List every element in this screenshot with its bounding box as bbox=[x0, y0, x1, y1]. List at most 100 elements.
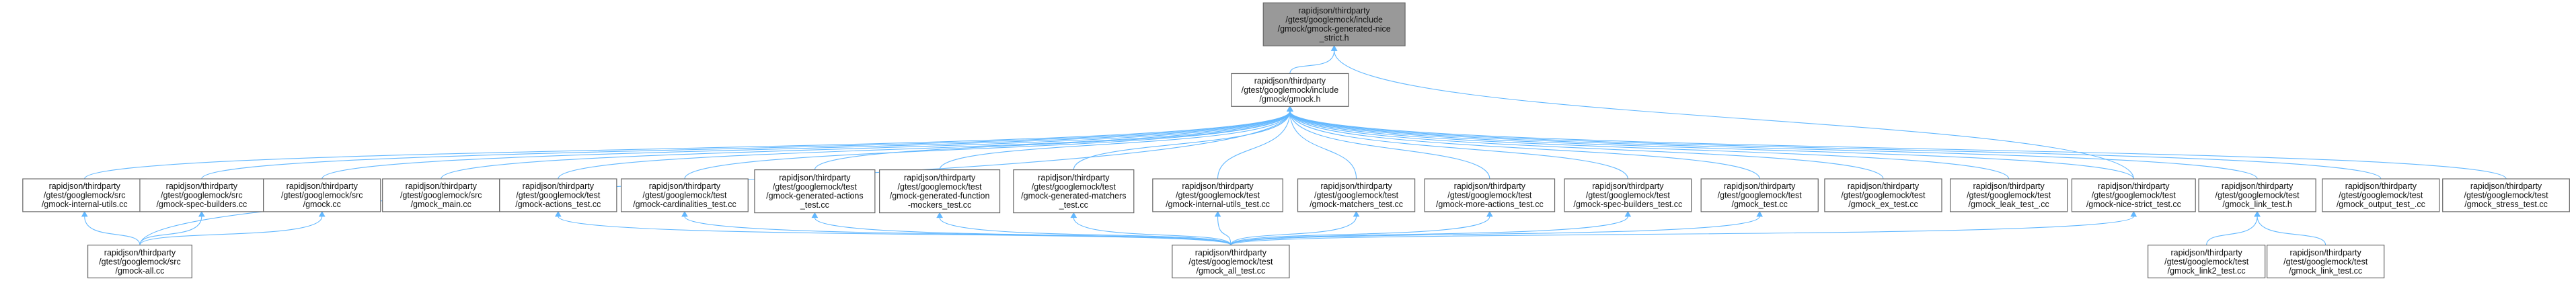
node-matchers-test[interactable]: rapidjson/thirdparty/gtest/googlemock/te… bbox=[1297, 178, 1416, 212]
node-label-line: /gmock_output_test_.cc bbox=[2337, 200, 2425, 209]
node-spec-builders-cc[interactable]: rapidjson/thirdparty/gtest/googlemock/sr… bbox=[139, 178, 264, 212]
edge-line bbox=[1289, 50, 1335, 74]
node-cardinalities-test[interactable]: rapidjson/thirdparty/gtest/googlemock/te… bbox=[621, 178, 749, 212]
node-label-line: rapidjson/thirdparty bbox=[2289, 248, 2361, 257]
node-nice-strict-test[interactable]: rapidjson/thirdparty/gtest/googlemock/te… bbox=[2071, 178, 2196, 212]
edge-line bbox=[558, 216, 1232, 246]
node-box bbox=[1297, 178, 1416, 212]
edge-n_output_test-to-n_gmock_h bbox=[1287, 106, 2382, 179]
node-box bbox=[2198, 178, 2316, 212]
node-label-line: /gmock-generated-function bbox=[890, 192, 990, 201]
edge-n_gmock_all_test-to-n_gen_actions_test bbox=[811, 212, 1232, 246]
node-box bbox=[754, 169, 876, 214]
node-label-line: rapidjson/thirdparty bbox=[2098, 181, 2170, 191]
edge-n_link2_test-to-n_link_test_h bbox=[2206, 210, 2261, 245]
edge-arrowhead bbox=[1756, 210, 1764, 217]
edge-line bbox=[814, 111, 1291, 170]
edge-arrowhead bbox=[681, 210, 688, 217]
node-label-line: /gmock-cardinalities_test.cc bbox=[633, 200, 736, 209]
edge-n_gmock_all_cc-to-n_spec_builders_cc bbox=[139, 210, 205, 245]
edge-line bbox=[1230, 216, 1628, 246]
node-label-line: rapidjson/thirdparty bbox=[1592, 181, 1664, 191]
edge-line bbox=[1289, 111, 2507, 179]
node-label-line: rapidjson/thirdparty bbox=[166, 181, 238, 191]
node-label-line: rapidjson/thirdparty bbox=[2222, 181, 2294, 191]
node-label-line: /gmock-matchers_test.cc bbox=[1310, 200, 1403, 209]
node-box bbox=[1013, 169, 1135, 214]
node-label-line: rapidjson/thirdparty bbox=[1973, 181, 2045, 191]
node-box bbox=[879, 169, 1001, 214]
edge-n_gmock_test-to-n_gmock_h bbox=[1287, 106, 1760, 179]
node-actions-test[interactable]: rapidjson/thirdparty/gtest/googlemock/te… bbox=[499, 178, 617, 212]
node-output-test[interactable]: rapidjson/thirdparty/gtest/googlemock/te… bbox=[2322, 178, 2440, 212]
edge-n_gmock_all_test-to-n_more_actions_test bbox=[1230, 210, 1493, 245]
node-nicestrict[interactable]: rapidjson/thirdparty/gtest/googlemock/in… bbox=[1262, 2, 1406, 46]
edge-line bbox=[814, 217, 1232, 246]
edge-arrowhead bbox=[1353, 210, 1360, 217]
node-more-actions-test[interactable]: rapidjson/thirdparty/gtest/googlemock/te… bbox=[1424, 178, 1556, 212]
node-gmock-test[interactable]: rapidjson/thirdparty/gtest/googlemock/te… bbox=[1700, 178, 1819, 212]
node-box bbox=[1700, 178, 1819, 212]
edge-line bbox=[2206, 216, 2258, 245]
edge-line bbox=[1289, 111, 2258, 179]
node-link-test-h[interactable]: rapidjson/thirdparty/gtest/googlemock/te… bbox=[2198, 178, 2316, 212]
node-box bbox=[2442, 178, 2570, 212]
node-label-line: /gmock-all.cc bbox=[115, 266, 164, 276]
node-box bbox=[499, 178, 617, 212]
node-label-line: /gtest/googlemock/test bbox=[1176, 191, 1260, 200]
node-box bbox=[1824, 178, 1942, 212]
edge-line bbox=[1230, 216, 1490, 245]
node-label-line: rapidjson/thirdparty bbox=[904, 173, 976, 183]
node-gen-matchers-test[interactable]: rapidjson/thirdparty/gtest/googlemock/te… bbox=[1013, 169, 1135, 214]
edge-line bbox=[1289, 111, 1357, 179]
node-label-line: /gtest/googlemock/test bbox=[898, 182, 983, 192]
node-label-line: /gtest/googlemock/test bbox=[1586, 191, 1671, 200]
node-gen-function-mockers-test[interactable]: rapidjson/thirdparty/gtest/googlemock/te… bbox=[879, 169, 1001, 214]
node-label-line: rapidjson/thirdparty bbox=[406, 181, 478, 191]
node-internal-utils-cc[interactable]: rapidjson/thirdparty/gtest/googlemock/sr… bbox=[22, 178, 147, 212]
node-gen-actions-test[interactable]: rapidjson/thirdparty/gtest/googlemock/te… bbox=[754, 169, 876, 214]
node-spec-builders-test[interactable]: rapidjson/thirdparty/gtest/googlemock/te… bbox=[1564, 178, 1692, 212]
node-gmock-main-cc[interactable]: rapidjson/thirdparty/gtest/googlemock/sr… bbox=[382, 178, 500, 212]
edge-n_gmock_all_cc-to-n_gmock_cc bbox=[139, 210, 326, 245]
node-gmock-all-test[interactable]: rapidjson/thirdparty/gtest/googlemock/te… bbox=[1172, 244, 1290, 279]
node-label-line: /gmock_link_test.cc bbox=[2289, 266, 2362, 276]
edge-n_actions_test-to-n_gmock_h bbox=[558, 106, 1293, 179]
edge-line bbox=[139, 216, 323, 245]
node-label-line: /gmock-generated-matchers bbox=[1021, 192, 1126, 201]
edge-line bbox=[558, 111, 1291, 179]
edge-line bbox=[441, 111, 1291, 179]
node-label-line: /gtest/googlemock/test bbox=[1188, 257, 1273, 266]
edge-n_gmock_h-to-n_nicestrict bbox=[1289, 45, 1338, 74]
edge-arrowhead bbox=[936, 212, 943, 218]
edge-n_gmock_all_test-to-n_gmock_test bbox=[1230, 210, 1764, 246]
node-box bbox=[1172, 244, 1290, 279]
edge-line bbox=[1073, 217, 1232, 245]
edge-line bbox=[1289, 111, 1490, 179]
edge-line bbox=[1217, 216, 1232, 245]
node-gmock-cc[interactable]: rapidjson/thirdparty/gtest/googlemock/sr… bbox=[263, 178, 381, 212]
node-link-test-cc[interactable]: rapidjson/thirdparty/gtest/googlemock/te… bbox=[2266, 244, 2385, 279]
node-label-line: /gtest/googlemock/test bbox=[1841, 191, 1926, 200]
node-label-line: rapidjson/thirdparty bbox=[2170, 248, 2242, 257]
node-ex-test[interactable]: rapidjson/thirdparty/gtest/googlemock/te… bbox=[1824, 178, 1942, 212]
node-label-line: /gtest/googlemock/test bbox=[516, 191, 601, 200]
node-label-line: /gmock-spec-builders_test.cc bbox=[1573, 200, 1682, 209]
node-internal-utils-test[interactable]: rapidjson/thirdparty/gtest/googlemock/te… bbox=[1152, 178, 1283, 212]
edge-line bbox=[684, 216, 1232, 246]
node-label-line: /gmock_test.cc bbox=[1732, 200, 1788, 209]
node-gmock-all-cc[interactable]: rapidjson/thirdparty/gtest/googlemock/sr… bbox=[87, 244, 192, 279]
node-gmock-h[interactable]: rapidjson/thirdparty/gtest/googlemock/in… bbox=[1231, 73, 1349, 107]
edge-line bbox=[1289, 111, 1760, 179]
node-label-line: /gmock/gmock.h bbox=[1259, 95, 1320, 104]
node-label-line: /gmock_leak_test_.cc bbox=[1969, 200, 2049, 209]
node-stress-test[interactable]: rapidjson/thirdparty/gtest/googlemock/te… bbox=[2442, 178, 2570, 212]
node-box bbox=[1231, 73, 1349, 107]
node-link2-test[interactable]: rapidjson/thirdparty/gtest/googlemock/te… bbox=[2148, 244, 2266, 279]
edge-n_gmock_all_test-to-n_gen_function_mockers_test bbox=[936, 212, 1232, 246]
node-label-line: /gtest/googlemock/test bbox=[2164, 257, 2249, 266]
node-leak-test[interactable]: rapidjson/thirdparty/gtest/googlemock/te… bbox=[1949, 178, 2068, 212]
node-label-line: /gtest/googlemock/test bbox=[1447, 191, 1532, 200]
node-label-line: /gtest/googlemock/src bbox=[161, 191, 243, 200]
node-label-line: rapidjson/thirdparty bbox=[1848, 181, 1920, 191]
